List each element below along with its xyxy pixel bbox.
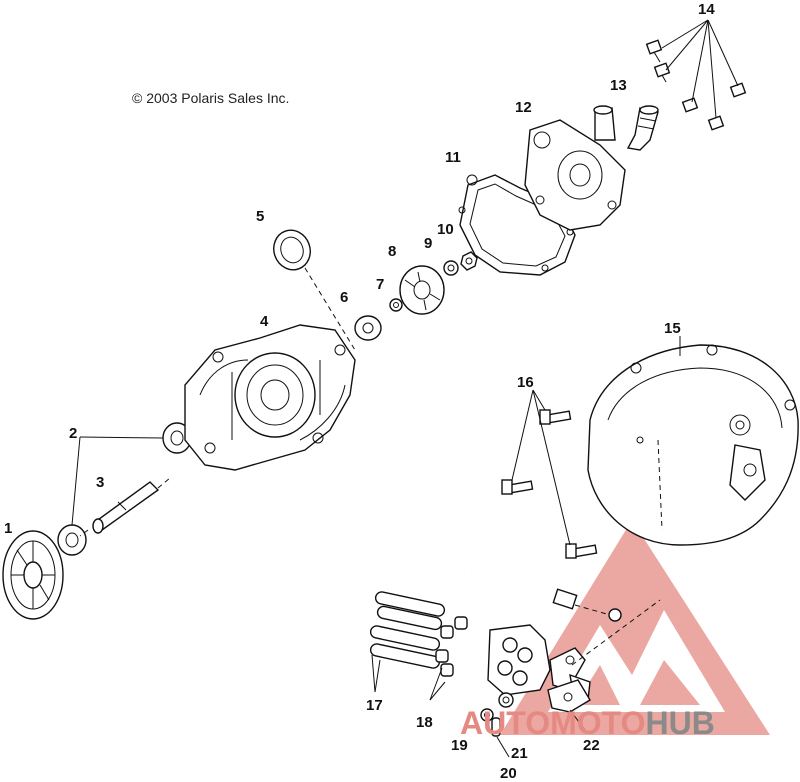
part-14-bolt-b — [653, 62, 671, 83]
part-10-nut — [460, 251, 478, 271]
part-16-bolt-a — [539, 409, 572, 425]
part-7-washer — [389, 298, 403, 312]
callout-12: 12 — [515, 99, 532, 116]
callout-8: 8 — [388, 243, 396, 260]
callout-4: 4 — [260, 313, 269, 330]
valve-body — [487, 624, 591, 704]
callout-20: 20 — [500, 765, 517, 782]
callout-9: 9 — [424, 235, 432, 252]
part-15-cover — [587, 344, 799, 546]
callout-22: 22 — [583, 737, 600, 754]
callout-15: 15 — [664, 320, 681, 337]
part-5-seal — [273, 229, 311, 271]
callout-16: 16 — [517, 374, 534, 391]
copyright-notice: © 2003 Polaris Sales Inc. — [132, 90, 290, 106]
part-1-pulley — [2, 530, 64, 620]
part-14-bolt-a — [645, 39, 663, 63]
callout-13: 13 — [610, 77, 627, 94]
part-9-washer — [443, 260, 459, 276]
callout-11: 11 — [445, 149, 461, 166]
watermark-text-part2: HUB — [645, 705, 714, 741]
part-18-caps — [435, 616, 468, 677]
part-16-bolt-c — [565, 543, 598, 559]
part-16-bolt-b — [501, 479, 534, 495]
callout-14: 14 — [698, 1, 715, 18]
callout-3: 3 — [96, 474, 104, 491]
part-13-elbow — [626, 105, 659, 151]
part-14-bolt-c — [681, 97, 699, 113]
part-12-pump-cover — [524, 105, 626, 231]
part-8-impeller — [399, 265, 445, 315]
part-19-ring — [480, 708, 494, 722]
callout-21: 21 — [511, 745, 528, 762]
part-3-shaft — [79, 477, 171, 537]
callout-18: 18 — [416, 714, 433, 731]
part-4-housing — [184, 324, 356, 471]
watermark-text: AUTOMOTOHUB — [460, 705, 715, 741]
part-21-seal — [498, 692, 514, 708]
part-6-spacer — [354, 315, 382, 341]
callout-19: 19 — [451, 737, 468, 754]
callout-6: 6 — [340, 289, 348, 306]
part-14-bolt-e — [707, 115, 725, 131]
callout-5: 5 — [256, 208, 264, 225]
part-17-pins — [369, 591, 446, 669]
part-2-bearing-lower — [57, 524, 87, 556]
callout-17: 17 — [366, 697, 383, 714]
valve-rod — [471, 568, 622, 622]
part-22-bracket — [547, 679, 591, 713]
callout-1: 1 — [4, 520, 12, 537]
part-14-bolt-d — [729, 82, 747, 98]
callout-10: 10 — [437, 221, 454, 238]
watermark-text-part1: AUTOMOTO — [460, 705, 645, 741]
callout-7: 7 — [376, 276, 384, 293]
part-20-pin — [491, 717, 501, 737]
watermark-logo-icon — [500, 520, 770, 735]
callout-2: 2 — [69, 425, 77, 442]
